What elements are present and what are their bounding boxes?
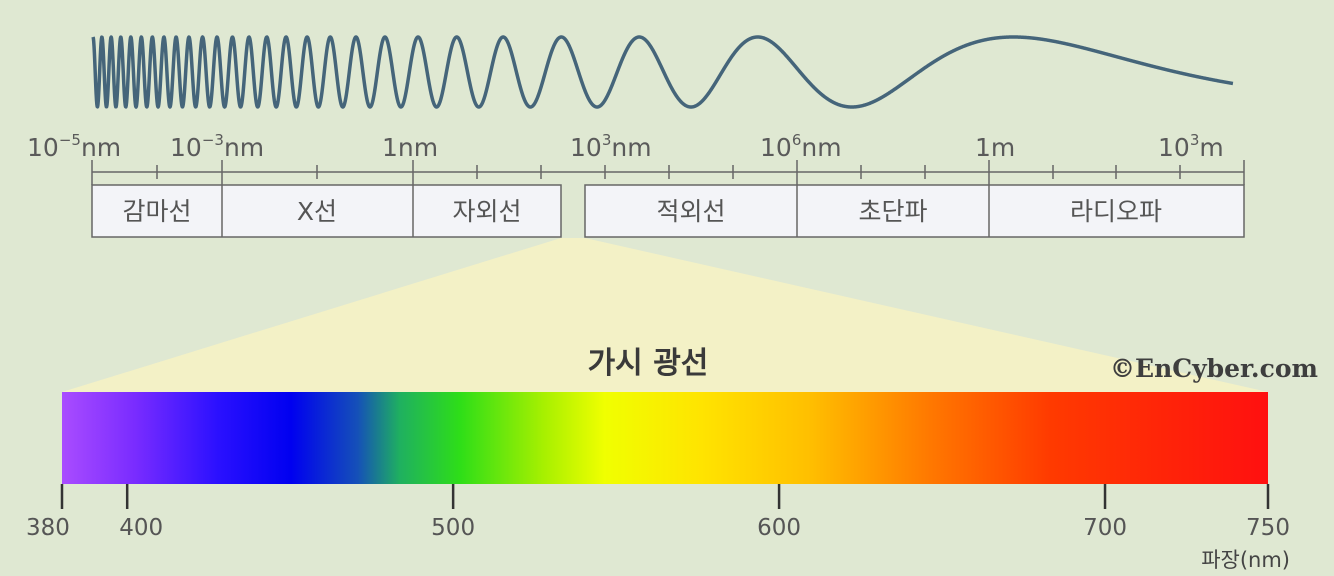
scale-label-1e3nm: 103nm [570, 131, 652, 162]
visible-tick-label-380: 380 [26, 515, 70, 541]
scale-label-1e-3nm: 10−3nm [170, 131, 264, 162]
scale-label-1e6nm: 106nm [760, 131, 842, 162]
band-label-microwave: 초단파 [858, 197, 927, 226]
em-wave [91, 35, 1235, 109]
band-boxes [91, 184, 1245, 238]
visible-spectrum-bar [62, 392, 1268, 484]
band-box-right [584, 184, 1245, 238]
copyright-text: ©EnCyber.com [1110, 354, 1318, 383]
visible-tick-labels: 380 400 500 600 700 750 [26, 515, 1290, 541]
scale-ticks [91, 160, 1245, 185]
visible-tick-label-400: 400 [119, 515, 163, 541]
scale-label-1nm: 1nm [382, 133, 438, 162]
band-box-left [91, 184, 562, 238]
band-label-gamma: 감마선 [122, 197, 191, 226]
visible-tick-label-700: 700 [1083, 515, 1127, 541]
visible-tick-label-600: 600 [757, 515, 801, 541]
wavelength-unit-label: 파장(nm) [1201, 548, 1290, 572]
visible-light-title: 가시 광선 [588, 346, 709, 381]
scale-label-1e3m: 103m [1158, 131, 1224, 162]
visible-ticks [60, 484, 1270, 509]
band-label-ultraviolet: 자외선 [452, 197, 521, 226]
band-label-xray: X선 [297, 197, 337, 226]
band-label-infrared: 적외선 [656, 197, 725, 226]
visible-light-cone [62, 238, 1268, 392]
scale-label-1m: 1m [975, 133, 1015, 162]
scale-label-1e-5nm: 10−5nm [27, 131, 121, 162]
band-label-radio: 라디오파 [1070, 197, 1162, 226]
visible-tick-label-500: 500 [431, 515, 475, 541]
visible-tick-label-750: 750 [1246, 515, 1290, 541]
